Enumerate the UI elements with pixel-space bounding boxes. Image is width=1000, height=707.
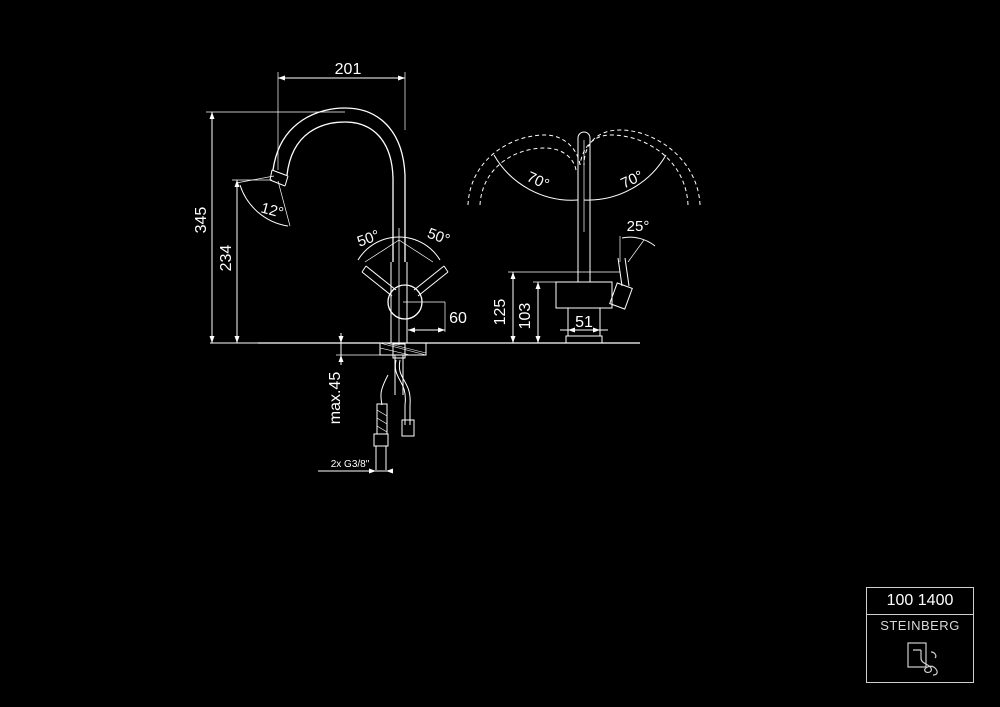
dim-swivel-left: 70° (524, 168, 552, 193)
dim-connection: 2x G3/8" (331, 459, 370, 470)
dim-base-width: 51 (575, 314, 593, 331)
steinberg-logo-icon (907, 642, 938, 676)
dim-spout-angle: 12° (259, 200, 285, 222)
title-block: 100 1400 STEINBERG (866, 587, 974, 683)
product-code: 100 1400 (867, 588, 973, 615)
dim-lever-height: 103 (517, 303, 534, 330)
dim-total-height: 345 (193, 207, 210, 234)
dim-lever-right-angle: 50° (425, 225, 452, 249)
dim-max-deck-thickness: max.45 (327, 372, 344, 425)
dim-body-diameter: 60 (449, 310, 467, 327)
faucet-front-view (467, 129, 701, 344)
dim-lever-left-angle: 50° (355, 227, 382, 251)
height-dimensions (206, 72, 406, 343)
dim-spout-reach: 201 (335, 61, 362, 78)
dim-spout-height: 234 (218, 245, 235, 272)
dim-lever-tilt: 25° (627, 218, 650, 235)
dim-body-height: 125 (492, 299, 509, 326)
dim-swivel-right: 70° (618, 167, 646, 192)
brand-name: STEINBERG (880, 618, 960, 633)
